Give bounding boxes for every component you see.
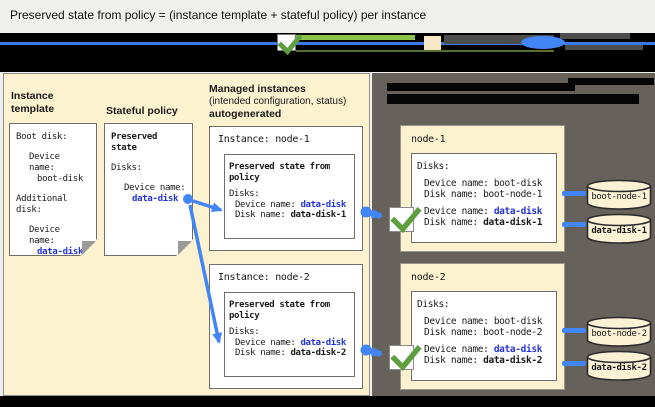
- managed-instance-node-2: Instance: node-2 Preserved state from po…: [209, 264, 363, 389]
- green-line: [296, 50, 554, 52]
- checkmark-icon: [277, 34, 303, 56]
- redacted-heading-bar: [387, 83, 575, 91]
- disk-cylinder-data-disk-1: data-disk-1: [586, 213, 652, 245]
- node-title: node-1: [411, 134, 446, 145]
- gray-bar: [560, 33, 630, 39]
- managed-heading-line3: autogenerated: [209, 107, 282, 120]
- disk-cylinder-data-disk-2: data-disk-2: [586, 350, 652, 382]
- green-bar: [296, 35, 415, 40]
- device-name-line: Device name: data-disk: [235, 337, 346, 348]
- disk-label: data-disk-2: [591, 363, 647, 373]
- preserved-state-box: Preserved state from policy Disks: Devic…: [224, 292, 355, 377]
- disk-connector: [562, 222, 586, 227]
- device-name-line: Device name: data-disk: [235, 199, 346, 210]
- device-name-label: Device name:: [29, 225, 60, 246]
- blue-ellipse: [521, 36, 565, 49]
- disk-cylinder-boot-node-1: boot-node-1: [586, 179, 652, 211]
- managed-heading-line1: Managed instances: [209, 83, 306, 95]
- inner-title: Preserved state from policy: [229, 300, 330, 321]
- disks-label: Disks:: [111, 163, 142, 173]
- data-disk-line: Disk name: data-disk-1: [424, 217, 543, 228]
- disk-name-line: Disk name: data-disk-2: [235, 348, 346, 358]
- device-name-label: Device name:: [124, 183, 186, 193]
- boot-disk-line: Disk name: boot-node-1: [424, 189, 543, 200]
- disk-connector: [562, 328, 586, 333]
- disk-label: boot-node-1: [591, 192, 647, 202]
- data-disk-line: Disk name: data-disk-2: [424, 355, 543, 366]
- stateful-policy-heading: Stateful policy: [106, 105, 178, 117]
- instance-title: Instance: node-1: [218, 134, 310, 145]
- cream-box: [424, 36, 441, 50]
- managed-instances-heading: Managed instances (intended configuratio…: [209, 83, 369, 120]
- stateful-policy-doc: Preserved state Disks: Device name: data…: [104, 123, 193, 256]
- disk-label: boot-node-2: [591, 329, 647, 339]
- device-name-value: data-disk: [132, 194, 179, 204]
- node-title: node-2: [411, 272, 446, 283]
- boot-device-line: Device name: boot-disk: [424, 316, 543, 327]
- inner-title: Preserved state from policy: [229, 162, 330, 183]
- node-disks-box: Disks: Device name: boot-disk Disk name:…: [411, 153, 557, 243]
- timeline-blue-line: [0, 42, 655, 45]
- checkmark-icon: [389, 207, 422, 234]
- bottom-black-bar: [0, 396, 655, 407]
- disk-cylinder-boot-node-2: boot-node-2: [586, 316, 652, 348]
- node-disks-box: Disks: Device name: boot-disk Disk name:…: [411, 291, 557, 381]
- disks-label: Disks:: [229, 327, 260, 337]
- instance-template-heading: Instance template: [11, 90, 55, 115]
- redacted-heading-bar: [387, 94, 639, 104]
- device-name-label: Device name:: [29, 152, 60, 173]
- disks-label: Disks:: [417, 161, 450, 172]
- diagram-title: Preserved state from policy = (instance …: [10, 8, 427, 22]
- vm-node-1: node-1 Disks: Device name: boot-disk Dis…: [400, 125, 565, 252]
- instance-title: Instance: node-2: [218, 272, 310, 283]
- vm-node-2: node-2 Disks: Device name: boot-disk Dis…: [400, 263, 565, 390]
- managed-heading-line2: (intended configuration, status): [209, 95, 347, 107]
- data-device-line: Device name: data-disk: [424, 206, 543, 217]
- disk-connector: [562, 361, 586, 366]
- checkmark-icon: [389, 345, 422, 372]
- disk-connector: [562, 191, 586, 196]
- gray-bar: [565, 45, 643, 50]
- additional-disk-label: Additional disk:: [16, 194, 68, 215]
- instance-template-doc: Boot disk: Device name: boot-disk Additi…: [9, 123, 97, 257]
- disks-label: Disks:: [229, 189, 260, 199]
- redacted-heading-bar: [568, 78, 654, 85]
- preserved-state-box: Preserved state from policy Disks: Devic…: [224, 154, 355, 239]
- device-name-value: data-disk: [37, 247, 84, 257]
- boot-disk-line: Disk name: boot-node-2: [424, 327, 543, 338]
- data-device-line: Device name: data-disk: [424, 344, 543, 355]
- disk-name-line: Disk name: data-disk-1: [235, 210, 346, 220]
- boot-disk-label: Boot disk:: [16, 132, 68, 142]
- top-strip: [0, 33, 655, 72]
- managed-instance-node-1: Instance: node-1 Preserved state from po…: [209, 126, 363, 251]
- preserved-state-title: Preserved state: [111, 132, 158, 153]
- device-name-value: boot-disk: [37, 174, 84, 184]
- mig-config-panel: Instance template Stateful policy Manage…: [3, 73, 370, 396]
- disks-label: Disks:: [417, 299, 450, 310]
- disk-label: data-disk-1: [591, 226, 647, 236]
- gray-bar: [444, 35, 554, 44]
- boot-device-line: Device name: boot-disk: [424, 178, 543, 189]
